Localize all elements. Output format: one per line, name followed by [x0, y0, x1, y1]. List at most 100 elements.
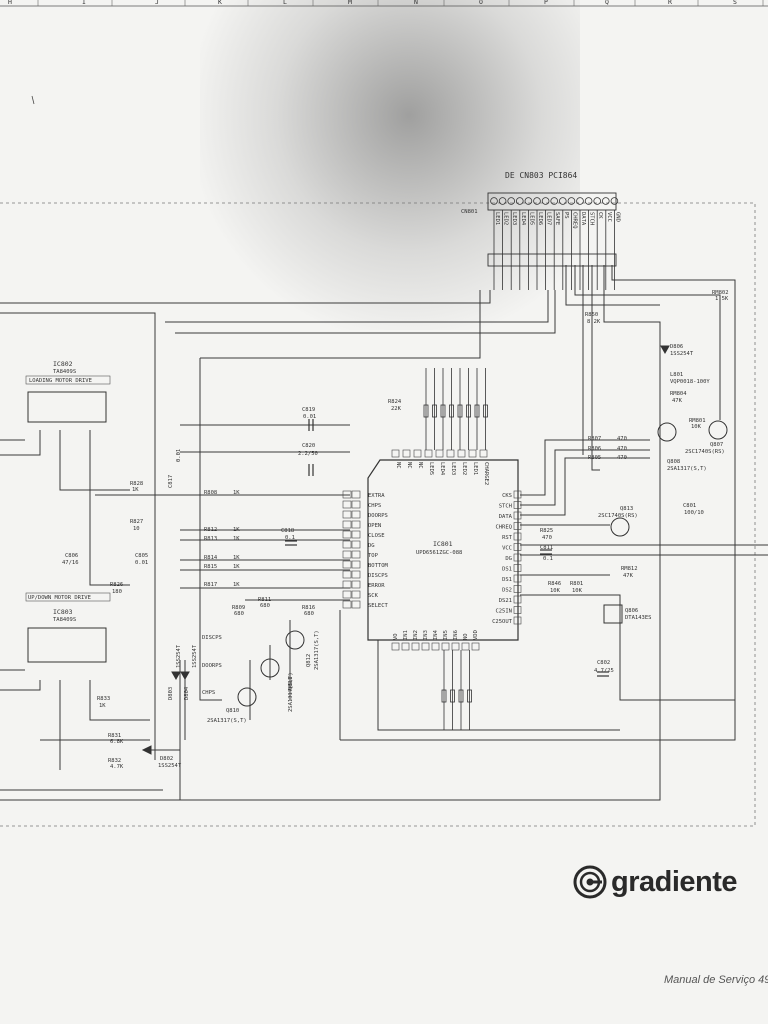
- r812-value: 1K: [233, 527, 240, 533]
- ic801-part: UPD6561ZGC-088: [416, 550, 462, 556]
- resistor-bank-resistor: [449, 404, 454, 418]
- ic801-left-pin-box: [351, 500, 361, 509]
- c820-value: 2.2/50: [298, 451, 318, 457]
- ic801-bottom-pin-box: [431, 642, 440, 651]
- r827-value: 10: [133, 526, 140, 532]
- ic801-bottom-pin-box: [411, 642, 420, 651]
- ic801-top-pin-label: LED2: [461, 462, 467, 475]
- grid-letter: J: [155, 0, 159, 6]
- r831-ref: R831: [108, 733, 121, 739]
- ic801-top-pin-box: [479, 449, 488, 458]
- q808-ref: Q808: [667, 459, 680, 465]
- rm812-value: 47K: [623, 573, 634, 579]
- ic801-top-pin-label: LED1: [472, 462, 478, 475]
- connector-pin-label: CHREQ: [571, 212, 577, 229]
- signal-doorps: DOORPS: [202, 663, 222, 669]
- labels: DE CN803 PCI864 CN801 IC801 UPD6561ZGC-0…: [28, 171, 729, 770]
- ic801-top-pin-box: [402, 449, 411, 458]
- connector-pin: [593, 197, 601, 205]
- ic801-left-pin-box: [342, 590, 352, 599]
- diode-symbols: [141, 345, 670, 755]
- ic801-right-pin-label: STCH: [499, 504, 512, 510]
- grid-letter: S: [733, 0, 737, 6]
- transistor-symbols: [237, 420, 728, 707]
- ic801-bottom-pin-label: IN4: [433, 629, 439, 640]
- r815-value: 1K: [233, 564, 240, 570]
- ic803-title: UP/DOWN MOTOR DRIVE: [28, 595, 91, 601]
- resistor-bank-resistor: [450, 689, 455, 703]
- q810-part: 2SA1317(S,T): [207, 718, 247, 724]
- grid-letter: K: [218, 0, 222, 6]
- ic801-left-pin-box: [342, 490, 352, 499]
- connector-pin-label: LED4: [520, 212, 526, 226]
- ic801-left-pin-box: [351, 520, 361, 529]
- r808-value: 1K: [233, 490, 240, 496]
- c805-value: 0.01: [135, 560, 148, 566]
- r811-value: 680: [260, 603, 270, 609]
- r833-ref: R833: [97, 696, 110, 702]
- resistor-bank: [423, 368, 488, 730]
- ic801-top-pin-box: [468, 449, 477, 458]
- connector-pin-label: GND: [614, 212, 620, 222]
- ic801-left-pin-box: [342, 500, 352, 509]
- ic801-right-pin-label: DS2: [502, 588, 512, 594]
- r826-ref: R826: [110, 582, 123, 588]
- ic801-bottom-pin-box: [421, 642, 430, 651]
- c819-ref: C819: [302, 407, 315, 413]
- ic801-bottom-pin-label: VDD: [473, 630, 479, 640]
- rm801-ref: RM801: [689, 418, 706, 424]
- ic801-bottom-pin-label: VO: [393, 633, 399, 640]
- resistor-bank-resistor: [441, 689, 447, 703]
- ic801-left-pin-label: EXTRA: [368, 493, 385, 499]
- ic801-bottom-pin-box: [441, 642, 450, 651]
- ic801-top-pin-label: NC: [395, 462, 401, 469]
- r808-ref: R808: [204, 490, 217, 496]
- ic801-left-pin-box: [351, 550, 361, 559]
- connector-pin-label: VCC: [606, 212, 612, 222]
- connector-pin-label: LED2: [503, 212, 509, 225]
- ic801-right-pin-label: DATA: [499, 514, 513, 520]
- c817-value: 0.01: [176, 449, 182, 462]
- ic801-right-pin-label: C25IN: [495, 609, 512, 615]
- resistor-bank-resistor: [432, 404, 437, 418]
- c805-ref: C805: [135, 553, 148, 559]
- r828-ref: R828: [130, 481, 143, 487]
- connector-pin: [507, 197, 516, 205]
- d804-part: 1SS254T: [192, 644, 198, 668]
- d806-part: 1SS254T: [670, 351, 694, 357]
- connector-pin: [576, 197, 584, 205]
- ic801-left-pin-box: [351, 490, 361, 499]
- r807-value: 470: [617, 436, 627, 442]
- connector-pin-label: CK: [597, 212, 603, 219]
- r826-value: 180: [112, 589, 122, 595]
- r814-value: 1K: [233, 555, 240, 561]
- ic801-left-pin-label: OPEN: [368, 523, 381, 529]
- c811-value: 0.1: [543, 556, 553, 562]
- ic801-left-pin-box: [342, 580, 352, 589]
- r825-value: 470: [542, 535, 552, 541]
- ic801-bottom-pin-label: IN1: [403, 630, 409, 640]
- ic801-right-pin-box: [513, 553, 522, 562]
- ic801-right-pin-box: [513, 585, 522, 593]
- ic801-right-pin-label: VCC: [502, 546, 512, 552]
- ic801-left-pin-label: CHPS: [368, 503, 381, 509]
- ic801-right-pin-label: DG: [505, 556, 512, 562]
- c817-ref: C817: [168, 475, 174, 488]
- rm812-ref: RM812: [621, 566, 638, 572]
- ic803: [25, 592, 111, 663]
- r814-ref: R814: [204, 555, 218, 561]
- ic801-right-pin-box: [513, 616, 522, 625]
- ic801-ref: IC801: [433, 540, 453, 548]
- r809-ref: R809: [232, 605, 245, 611]
- c801-ref: C801: [683, 503, 696, 509]
- r833-value: 1K: [99, 703, 106, 709]
- ic801-top-pin-label: LED3: [450, 462, 456, 475]
- ic801-bottom-pin-label: IN5: [443, 630, 449, 640]
- d804-ref: D804: [184, 686, 190, 700]
- rm801-value: 10K: [691, 424, 702, 430]
- ic801-top-pin-box: [391, 449, 400, 458]
- ic801-left-pin-box: [342, 540, 352, 549]
- c818-ref: C818: [281, 528, 294, 534]
- rm804-value: 47K: [672, 398, 683, 404]
